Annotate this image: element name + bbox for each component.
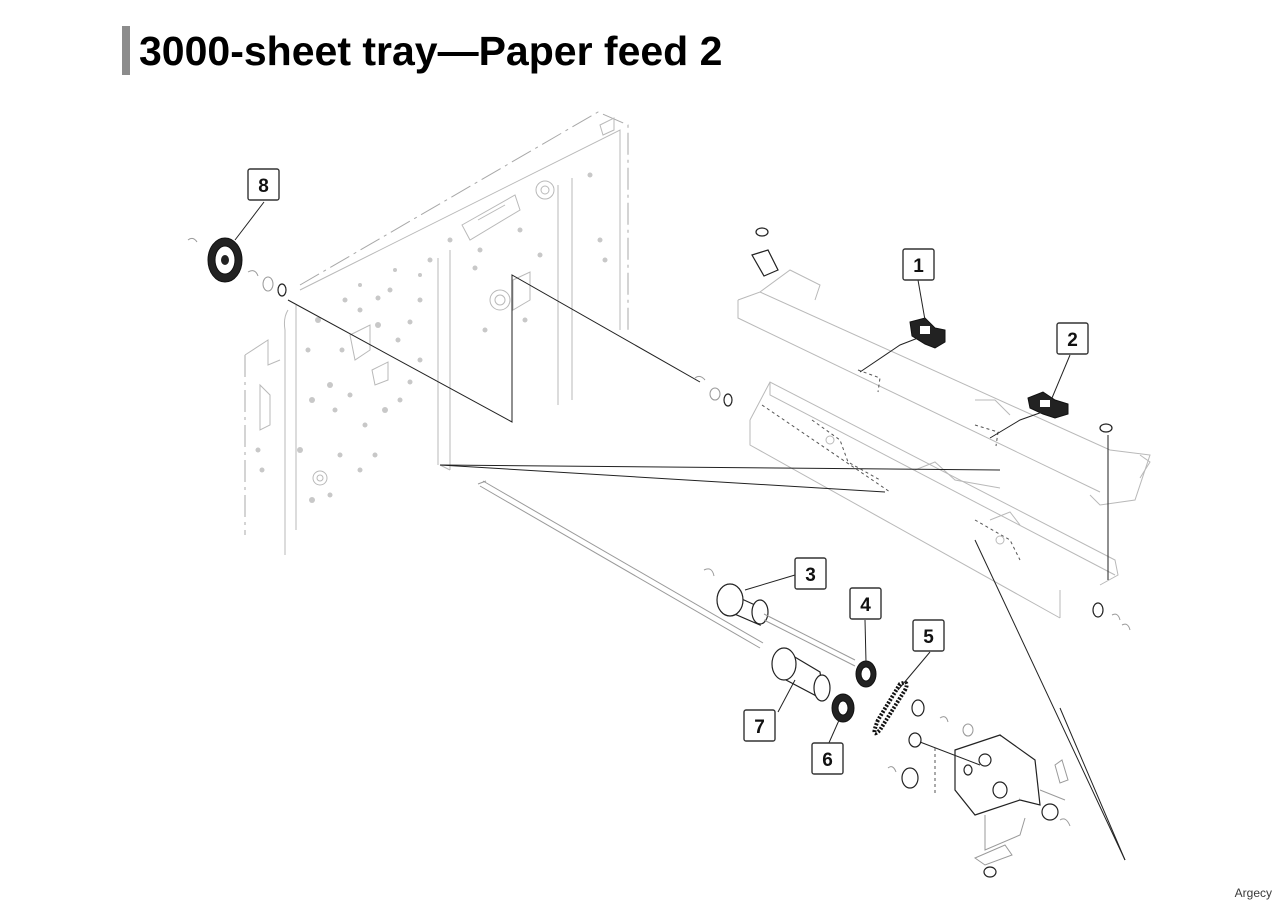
- frame-plate: [244, 111, 629, 555]
- callout-1: 1: [902, 248, 935, 281]
- gear-part-6: [831, 693, 855, 723]
- callout-8-label: 8: [258, 176, 269, 197]
- callout-leaders: [234, 201, 1071, 746]
- page-title: 3000-sheet tray—Paper feed 2: [139, 28, 723, 74]
- explosion-lines: [287, 274, 1126, 861]
- screw-top: [751, 227, 1113, 433]
- shaft-clips: [694, 375, 1131, 631]
- gear-part-4: [855, 660, 877, 688]
- callout-2-label: 2: [1067, 330, 1078, 351]
- callout-4: 4: [849, 587, 882, 620]
- sensor-part-2: [1027, 391, 1069, 419]
- callout-4-label: 4: [860, 595, 871, 616]
- sensor-part-1: [909, 317, 946, 349]
- callout-2: 2: [1056, 322, 1089, 355]
- belt-part-5: [872, 680, 909, 736]
- roller-part-7: [771, 647, 831, 702]
- callout-6-label: 6: [822, 750, 833, 771]
- callout-1-label: 1: [913, 256, 924, 277]
- callout-6: 6: [811, 742, 844, 775]
- callout-8: 8: [247, 168, 280, 201]
- roller-part-3: [703, 568, 856, 667]
- callout-7-label: 7: [754, 717, 765, 738]
- callout-5-label: 5: [923, 627, 934, 648]
- paper-guide-bracket: [737, 269, 1151, 619]
- callout-7: 7: [743, 709, 776, 742]
- drive-bracket: [887, 699, 1071, 878]
- credit-watermark: Argecy: [1234, 886, 1272, 900]
- callout-5: 5: [912, 619, 945, 652]
- callout-3-label: 3: [805, 565, 816, 586]
- drive-shaft: [477, 480, 764, 649]
- gear-part-8: [187, 237, 287, 297]
- callout-3: 3: [794, 557, 827, 590]
- title-accent-bar: [122, 26, 130, 75]
